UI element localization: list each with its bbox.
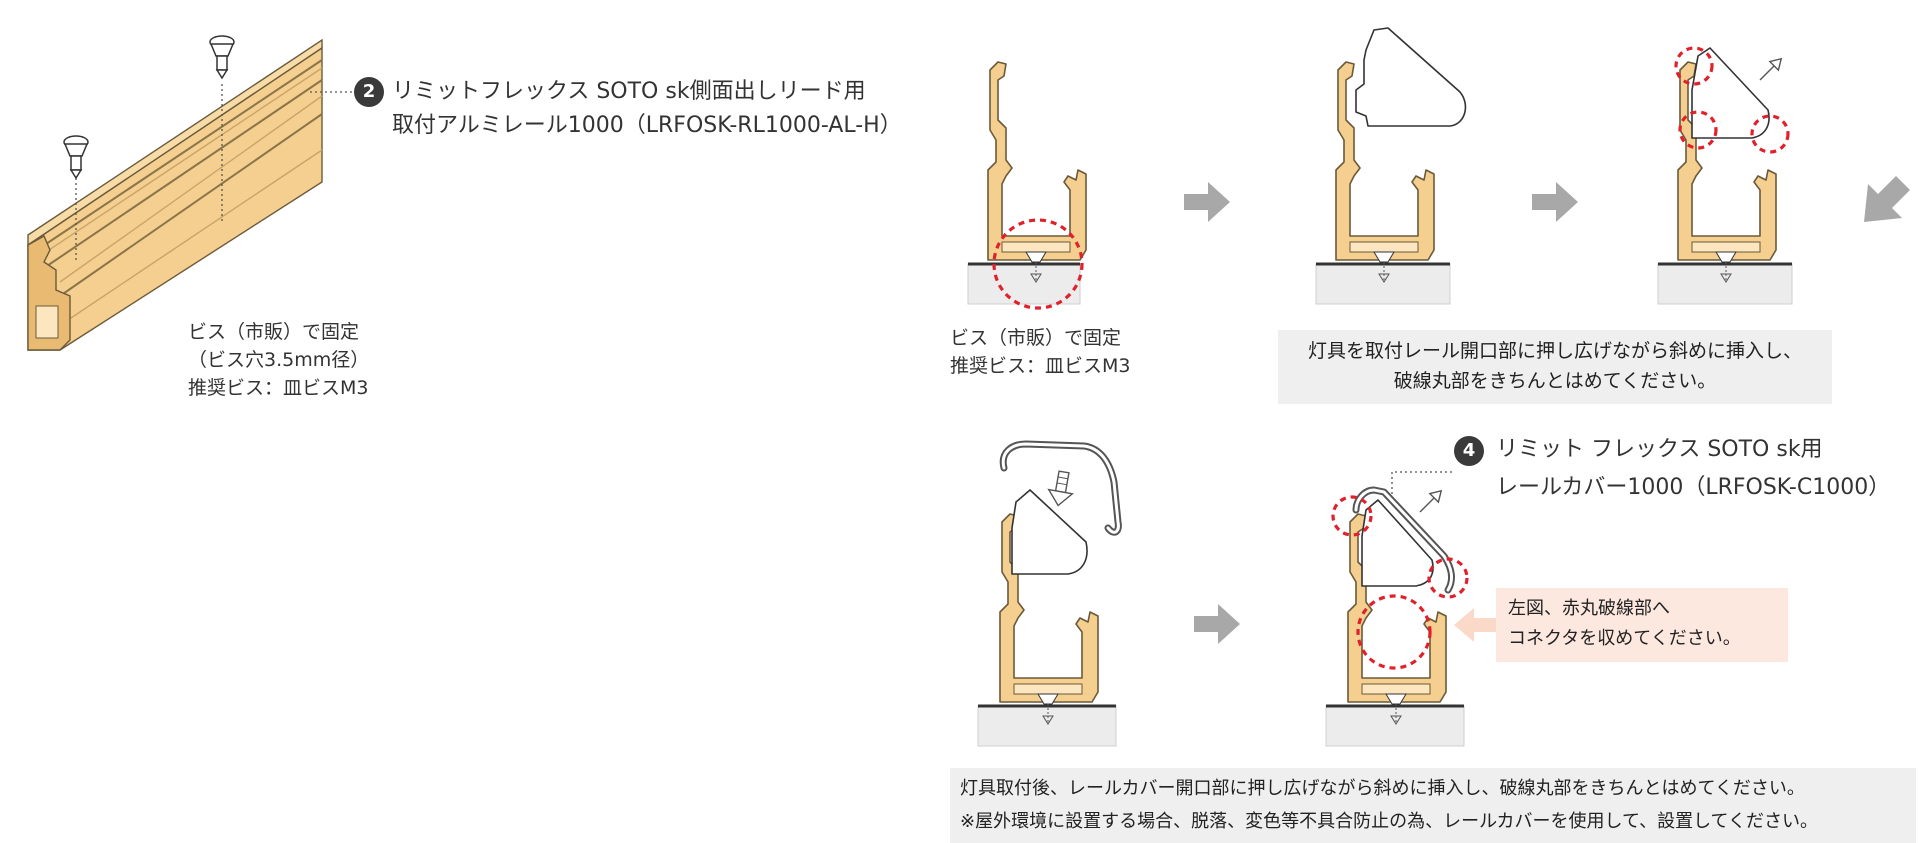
insert-luminaire-note-line: 破線丸部をきちんとはめてください。 [1393,370,1717,392]
insert-luminaire-note: 灯具を取付レール開口部に押し広げながら斜めに挿入し、 破線丸部をきちんとはめてく… [1278,330,1832,404]
connector-placement-note-line: 左図、赤丸破線部へ [1508,598,1670,619]
hollow-arrow-icon [1759,57,1783,81]
connector-placement-note: 左図、赤丸破線部へ コネクタを収めてください。 [1496,588,1788,662]
insert-luminaire-note-line: 灯具を取付レール開口部に押し広げながら斜めに挿入し、 [1307,340,1802,362]
rail-product-code: 取付アルミレール1000（LRFOSK-RL1000-AL-H） [392,113,902,138]
screw-icon [209,35,235,80]
hollow-arrow-icon [1419,489,1443,513]
arrow-left-icon [1454,608,1496,642]
arrow-right-icon [1184,182,1230,222]
callout-number-badge: 4 [1454,436,1484,466]
screw-fix-note-line: （ビス穴3.5mm径） [188,349,370,371]
arrow-down-left-icon [1864,176,1910,222]
cover-product-label: リミット フレックス SOTO sk用 [1496,437,1823,462]
cover-install-note-line: ※屋外環境に設置する場合、脱落、変色等不具合防止の為、レールカバーを使用して、設… [960,811,1819,832]
step-rail-mounted [967,61,1087,310]
screw-fix-note-line: ビス（市販）で固定 [950,327,1122,349]
step-cover-attached [1325,471,1469,747]
arrow-right-icon [1194,604,1240,644]
screw-icon [63,135,89,180]
rail-product-label: リミットフレックス SOTO sk側面出しリード用 [392,79,866,104]
step-luminaire-inserted [1657,46,1793,305]
step-luminaire-approach [1315,27,1467,305]
screw-fix-note-line: 推奨ビス：皿ビスM3 [950,355,1131,377]
callout-number-badge: 2 [354,77,384,107]
cover-install-note-line: 灯具取付後、レールカバー開口部に押し広げながら斜めに挿入し、破線丸部をきちんとは… [960,778,1805,799]
cover-product-code: レールカバー1000（LRFOSK-C1000） [1496,475,1891,500]
arrow-down-icon [1047,470,1074,507]
connector-placement-note-line: コネクタを収めてください。 [1508,628,1741,649]
screw-fix-note-line: 推奨ビス：皿ビスM3 [188,377,369,399]
step-cover-approach [977,440,1122,747]
arrow-right-icon [1532,182,1578,222]
screw-fix-note: ビス（市販）で固定 （ビス穴3.5mm径） 推奨ビス：皿ビスM3 [188,318,369,402]
screw-fix-note-top: ビス（市販）で固定 推奨ビス：皿ビスM3 [950,324,1130,380]
cover-install-note: 灯具取付後、レールカバー開口部に押し広げながら斜めに挿入し、破線丸部をきちんとは… [950,768,1916,843]
rail-perspective-illustration [27,35,352,351]
screw-fix-note-line: ビス（市販）で固定 [188,321,360,343]
